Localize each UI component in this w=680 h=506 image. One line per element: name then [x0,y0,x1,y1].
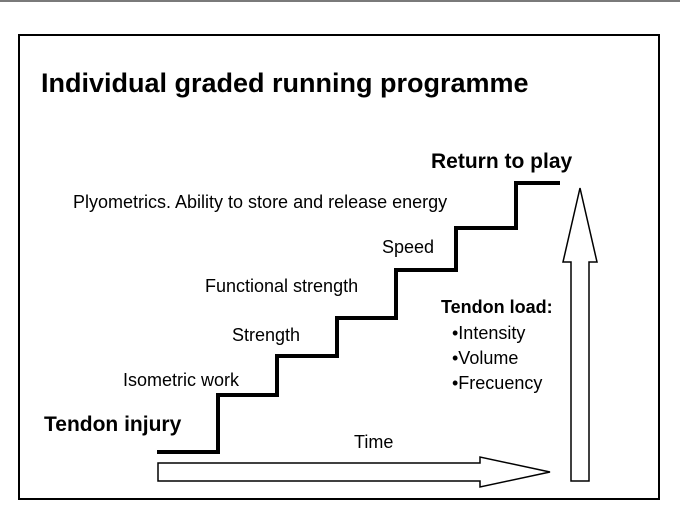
tendon-load-item-frecuency: •Frecuency [452,373,543,393]
time-arrow [157,456,551,488]
step-label-functional-strength: Functional strength [205,276,359,296]
tendon-load-heading: Tendon load: [441,297,553,317]
tendon-load-item-volume: •Volume [452,348,519,368]
top-rule [0,0,680,2]
staircase-line [157,181,560,454]
tendon-load-item-intensity: •Intensity [452,323,526,343]
slide-title: Individual graded running programme [41,68,529,98]
step-label-speed: Speed [382,237,435,257]
tendon-load-arrow [562,187,598,482]
tendon-load-list: •Intensity •Volume •Frecuency [452,321,542,396]
slide-frame [18,34,660,500]
tendon-injury-label: Tendon injury [44,413,182,436]
step-label-isometric-work: Isometric work [123,370,240,390]
time-label: Time [354,432,394,452]
return-to-play-label: Return to play [431,150,573,173]
step-label-plyometrics: Plyometrics. Ability to store and releas… [73,192,448,212]
step-label-strength: Strength [232,325,301,345]
